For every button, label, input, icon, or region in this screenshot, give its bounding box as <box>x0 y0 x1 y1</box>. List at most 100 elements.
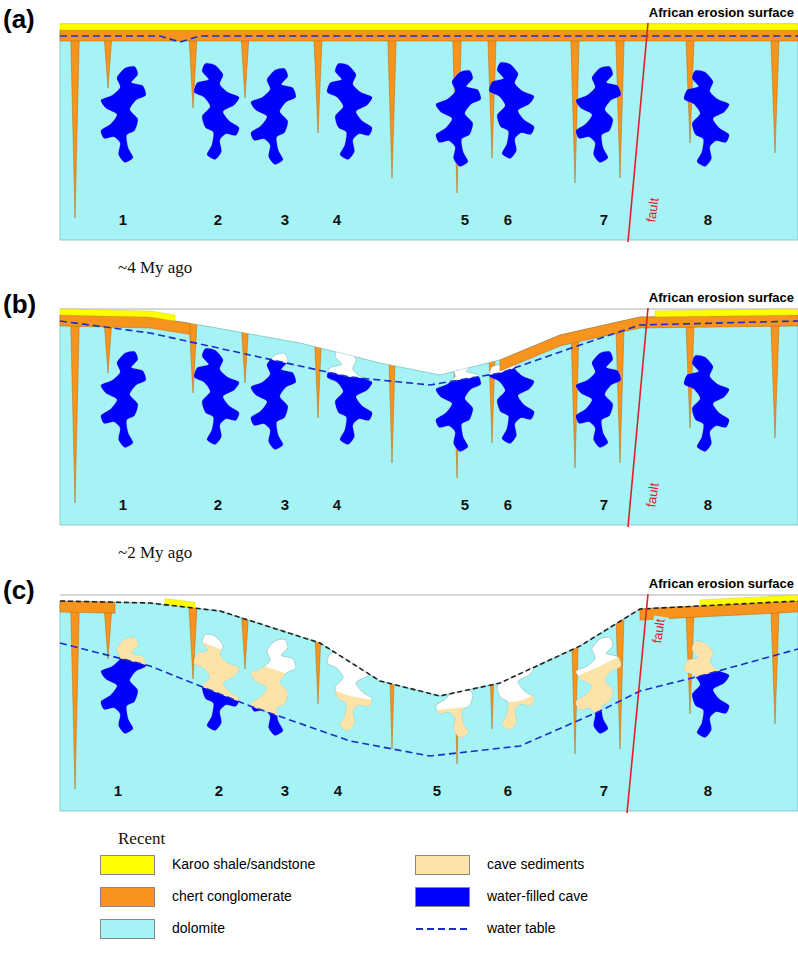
chert-pipe <box>616 28 625 178</box>
air-filled-cave <box>489 62 534 158</box>
surface-label-text: African erosion surface <box>649 577 794 592</box>
cave-number: 6 <box>502 211 514 229</box>
air-filled-cave <box>576 351 621 447</box>
water-filled-cave <box>327 634 372 730</box>
chert-pipe <box>388 599 397 749</box>
cave-number: 8 <box>702 211 714 229</box>
air-filled-cave <box>101 66 146 162</box>
chert-pipe <box>388 313 397 463</box>
air-filled-cave <box>489 633 534 729</box>
air-filled-cave <box>101 351 146 447</box>
cave-number-text: 1 <box>112 782 124 799</box>
cave-number: 1 <box>117 211 129 229</box>
surface-label: African erosion surface <box>649 3 794 21</box>
cave-number-text: 6 <box>502 782 514 799</box>
cave-number: 2 <box>213 782 225 800</box>
legend-text: water-filled cave <box>487 888 588 904</box>
cave-number-text: 3 <box>279 211 291 228</box>
legend-text: water table <box>487 920 555 936</box>
air-filled-cave <box>684 641 729 737</box>
karoo-layer <box>60 24 798 30</box>
cave-number: 3 <box>279 782 291 800</box>
time-label: ~4 My ago <box>118 258 192 278</box>
chert-pipe <box>771 313 780 438</box>
cave-number: 7 <box>598 496 610 514</box>
chert-pipe <box>71 599 80 789</box>
surface-label: African erosion surface <box>649 574 794 592</box>
water-filled-cave <box>576 637 621 733</box>
cave-number-text: 3 <box>279 496 291 513</box>
water-filled-cave <box>194 348 239 444</box>
chert-pipe <box>241 313 250 383</box>
legend-dash <box>416 928 470 930</box>
cave-number-text: 5 <box>459 496 471 513</box>
air-filled-cave <box>436 355 481 451</box>
legend-swatch <box>100 887 155 907</box>
cave-sediment <box>327 634 372 730</box>
water-filled-cave <box>684 641 729 737</box>
cave-number-text: 8 <box>702 211 714 228</box>
chert-pipe <box>571 599 580 754</box>
chert-pipe <box>71 313 80 503</box>
air-filled-cave <box>576 637 621 733</box>
fault-line <box>627 594 648 813</box>
cross-section-panel <box>60 308 798 527</box>
water-filled-cave <box>489 633 534 729</box>
legend-swatch <box>100 919 155 939</box>
legend-text: chert conglomerate <box>172 888 292 904</box>
water-filled-cave <box>436 355 481 451</box>
water-filled-cave <box>684 355 729 451</box>
air-filled-cave <box>194 634 239 730</box>
water-filled-cave <box>327 348 372 444</box>
air-filled-cave <box>684 70 729 166</box>
cave-number: 6 <box>502 782 514 800</box>
cave-sediment <box>576 637 621 733</box>
chert-layer <box>60 30 798 41</box>
cave-number: 5 <box>431 782 443 800</box>
cave-number: 2 <box>212 211 224 229</box>
surface-label-text: African erosion surface <box>649 291 794 306</box>
water-table-line <box>60 643 798 756</box>
cave-number-text: 8 <box>702 496 714 513</box>
rock-content <box>71 313 780 503</box>
cave-number-text: 1 <box>117 496 129 513</box>
time-label: ~2 My ago <box>118 543 192 563</box>
chert-pipe <box>771 599 780 724</box>
chert-pipe <box>388 28 397 178</box>
karoo-layer <box>60 309 175 321</box>
cave-number-text: 7 <box>598 496 610 513</box>
cave-number-text: 8 <box>702 782 714 799</box>
legend-text: cave sediments <box>487 856 584 872</box>
chert-pipe <box>189 599 198 679</box>
cave-sediment <box>684 641 729 737</box>
panel-letter-text: (b) <box>3 290 36 320</box>
cave-number: 1 <box>112 782 124 800</box>
panel-letter-text: (a) <box>3 5 35 35</box>
cave-number: 7 <box>598 211 610 229</box>
cave-number-text: 2 <box>212 211 224 228</box>
water-filled-cave <box>576 66 621 162</box>
air-filled-cave <box>576 66 621 162</box>
air-filled-cave <box>194 348 239 444</box>
water-filled-cave <box>251 639 296 735</box>
panel-letter: (c) <box>3 576 35 606</box>
cave-number: 4 <box>332 782 344 800</box>
cave-number-text: 7 <box>598 782 610 799</box>
water-filled-cave <box>327 63 372 159</box>
cross-section-panel <box>60 594 798 813</box>
cave-number: 6 <box>502 496 514 514</box>
cave-number-text: 2 <box>212 496 224 513</box>
karoo-layer <box>700 595 798 606</box>
water-filled-cave <box>576 351 621 447</box>
air-filled-cave <box>194 63 239 159</box>
cave-number: 3 <box>279 211 291 229</box>
chert-pipe <box>453 599 462 764</box>
air-filled-cave <box>101 637 146 733</box>
water-filled-cave <box>489 62 534 158</box>
cave-number-text: 4 <box>331 211 343 228</box>
surface-label-text: African erosion surface <box>649 6 794 21</box>
landscape-profile <box>60 601 798 696</box>
air-filled-cave <box>251 639 296 735</box>
